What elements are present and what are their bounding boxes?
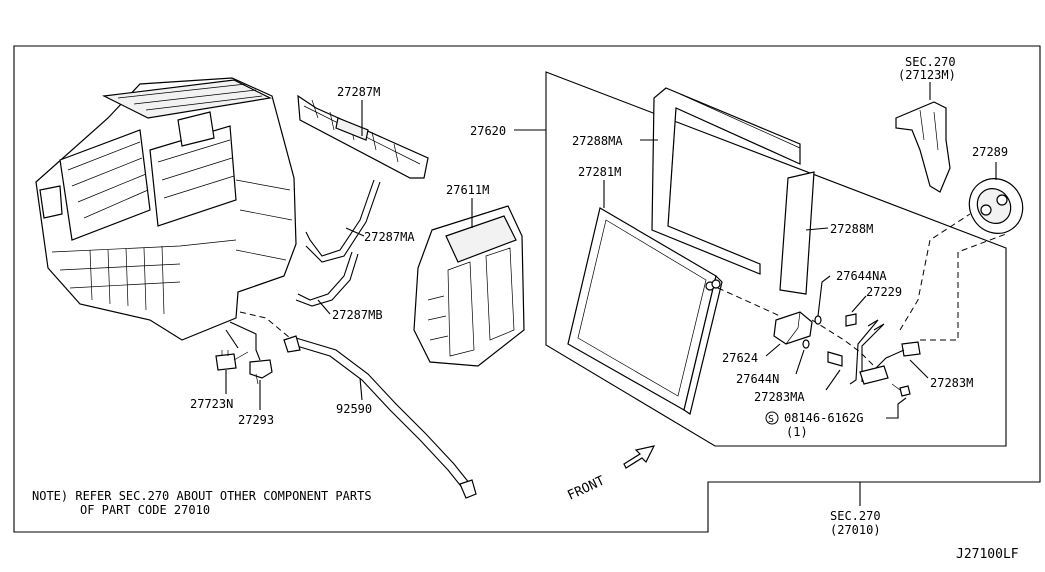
label-27644NA: 27644NA — [836, 269, 887, 283]
part-27283M-shape — [859, 341, 921, 385]
harness-line — [229, 321, 261, 361]
leader-92590 — [359, 377, 363, 401]
part-bolt-shape — [891, 383, 911, 397]
leader-27287MA — [345, 227, 365, 237]
harness-line-2 — [225, 329, 239, 349]
front-arrow-icon — [623, 445, 656, 469]
part-27287MB-shape — [295, 251, 359, 307]
leader-heater-dash — [239, 311, 291, 339]
dash-block-to-pipe — [811, 319, 881, 373]
label-27229: 27229 — [866, 285, 902, 299]
part-27229-shape — [845, 313, 857, 327]
label-92590: 92590 — [336, 402, 372, 416]
sec-ref-1: SEC.270 — [905, 55, 956, 69]
part-27644N-shape — [802, 339, 810, 349]
part-27283MA-shape — [827, 319, 885, 385]
label-27289: 27289 — [972, 145, 1008, 159]
leader-27287MB — [317, 299, 331, 315]
leader-bolt — [886, 397, 907, 419]
part-27288MA-shape — [651, 87, 801, 275]
dash-289-gasket — [899, 213, 971, 331]
label-bolt-code: 08146-6162G — [784, 411, 863, 425]
part-92590-shape — [283, 335, 477, 499]
note-line-2: OF PART CODE 27010 — [80, 503, 210, 517]
label-27611M: 27611M — [446, 183, 489, 197]
label-27283MA: 27283MA — [754, 390, 805, 404]
part-27281M-shape — [567, 207, 723, 415]
label-27644N: 27644N — [736, 372, 779, 386]
part-27288M-shape — [779, 171, 815, 295]
front-label: FRONT — [565, 473, 607, 503]
heater-unit-housing — [35, 77, 297, 341]
evaporator-assembly-frame — [545, 71, 1007, 447]
label-27287MB: 27287MB — [332, 308, 383, 322]
sec-ref-1-code: (27123M) — [898, 68, 956, 82]
leader-27624 — [765, 343, 781, 357]
part-27293-shape — [249, 359, 273, 385]
sec-ref-2: SEC.270 — [830, 509, 881, 523]
leader-27288M — [805, 227, 829, 231]
part-27624-shape — [773, 311, 813, 345]
bolt-symbol: S — [768, 414, 774, 425]
label-27723N: 27723N — [190, 397, 233, 411]
label-bolt-qty: (1) — [786, 425, 808, 439]
dash-289-gasket-2 — [920, 233, 1007, 341]
sec-ref-2-code: (27010) — [830, 523, 881, 537]
leader-27644N — [795, 349, 805, 375]
part-27289-shape — [968, 178, 1024, 234]
label-27288M: 27288M — [830, 222, 873, 236]
label-27293: 27293 — [238, 413, 274, 427]
label-27287M: 27287M — [337, 85, 380, 99]
note-line-1: NOTE) REFER SEC.270 ABOUT OTHER COMPONEN… — [32, 489, 372, 503]
dash-core-to-block — [717, 287, 781, 317]
part-27723N-shape — [215, 350, 249, 371]
leader-27283MA — [825, 369, 841, 391]
part-27644NA-shape — [814, 315, 822, 325]
part-27287M-shape — [297, 94, 429, 179]
label-27620: 27620 — [470, 124, 506, 138]
leader-27644NA — [817, 275, 831, 317]
leader-27283M — [909, 359, 929, 379]
label-27288MA: 27288MA — [572, 134, 623, 148]
part-27611M-shape — [413, 205, 525, 367]
part-27123M-shape — [895, 101, 951, 193]
part-27287MA-shape — [305, 179, 381, 263]
diagram-code: J27100LF — [956, 547, 1019, 562]
label-27624: 27624 — [722, 351, 758, 365]
label-27281M: 27281M — [578, 165, 621, 179]
bolt-symbol-circle — [765, 411, 779, 425]
label-27287MA: 27287MA — [364, 230, 415, 244]
label-27283M: 27283M — [930, 376, 973, 390]
outer-frame — [13, 45, 1041, 533]
leader-27229 — [851, 295, 867, 313]
